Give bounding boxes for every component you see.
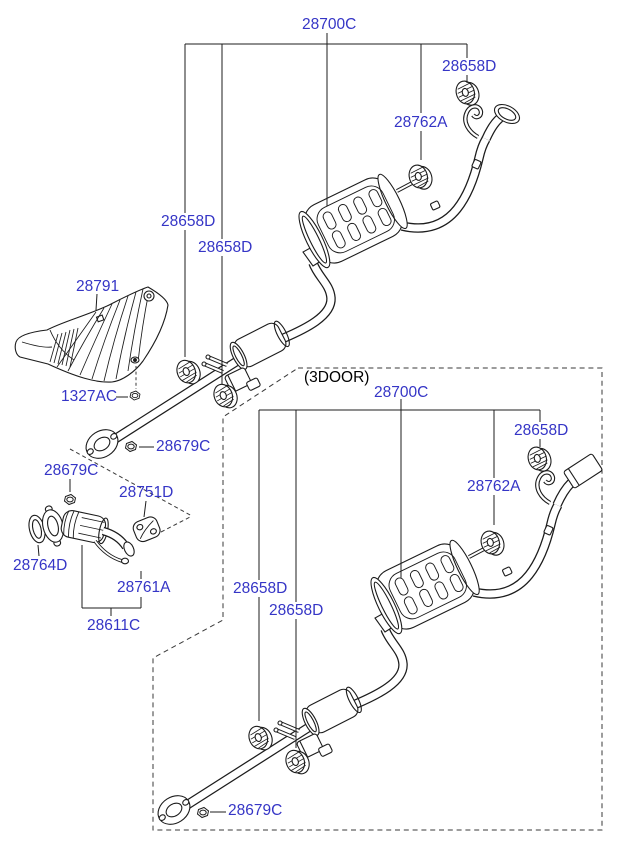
heat-shield	[14, 286, 169, 383]
exhaust-assembly	[80, 78, 486, 464]
front-pipe-nut	[64, 494, 76, 505]
clamp-plate	[132, 516, 161, 543]
heat-shield-hatch	[49, 288, 150, 382]
front-pipe-assembly	[28, 505, 135, 565]
dashed-pointers-top	[69, 366, 193, 533]
shield-nut	[129, 390, 141, 401]
five-door-assembly	[14, 33, 521, 616]
hanger-rod	[93, 539, 130, 565]
catalytic-body	[60, 510, 109, 545]
tailpipe-tip-box	[552, 453, 603, 507]
exhaust-assembly-3door	[152, 444, 558, 830]
front-flange	[41, 505, 65, 547]
tailpipe-tip-oval	[481, 103, 521, 141]
three-door-dashed-boundary	[152, 367, 603, 831]
three-door-assembly	[152, 367, 603, 831]
leader-lines-3door	[210, 399, 541, 813]
leader-lines-top	[37, 33, 468, 616]
elbow-pipe	[101, 526, 135, 557]
